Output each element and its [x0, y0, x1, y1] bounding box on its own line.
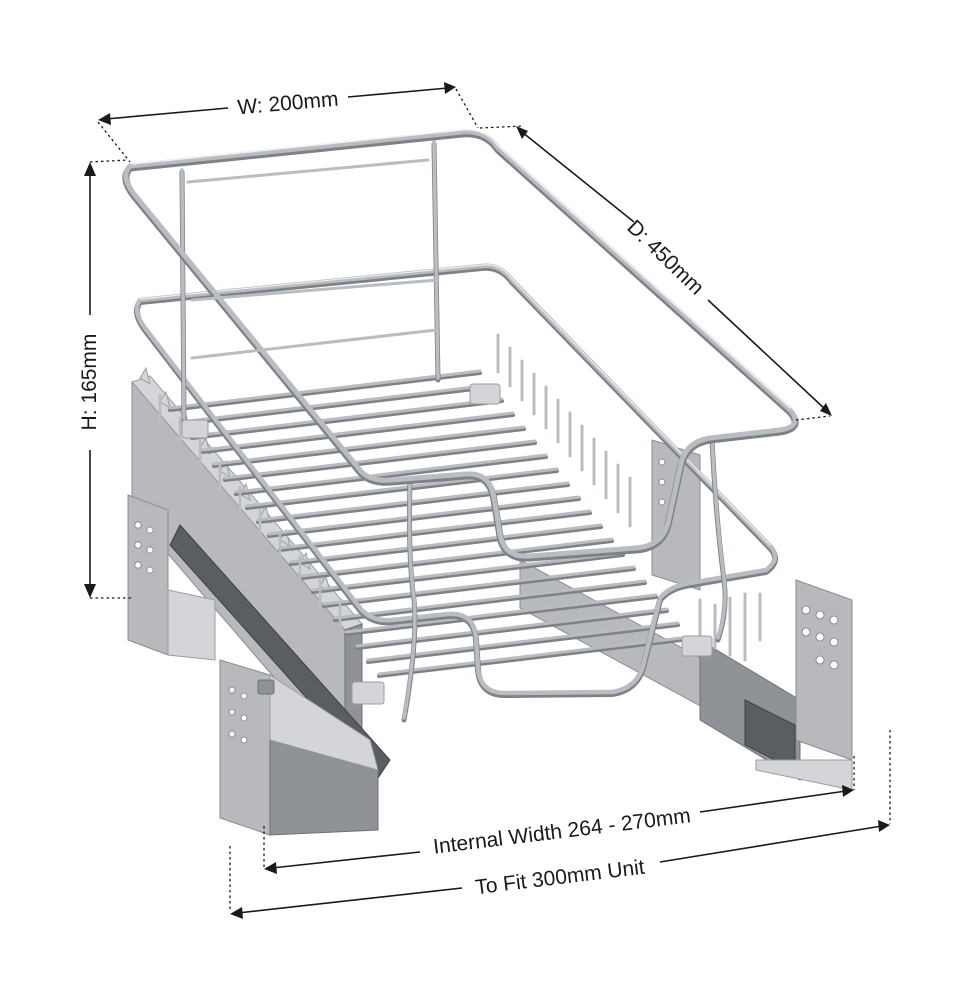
internal-width-label: Internal Width 264 - 270mm: [432, 804, 692, 858]
basket-top-frame: [122, 129, 799, 562]
basket-middle-frame: [133, 263, 779, 698]
left-runner-rail: [169, 524, 391, 836]
height-label: H: 165mm: [78, 334, 101, 431]
basket-left-pickets: [158, 393, 342, 629]
basket-floor-wires: [168, 369, 691, 678]
height-dimension: H: 165mm: [78, 159, 132, 599]
right-rear-bracket: [755, 579, 853, 791]
left-front-bracket: [127, 494, 216, 661]
right-side-plate: [519, 439, 801, 781]
width-label: W: 200mm: [237, 88, 340, 120]
unit-fit-label: To Fit 300mm Unit: [474, 856, 646, 900]
basket-uprights: [179, 140, 728, 723]
pull-out-wire-basket-icon: [122, 129, 853, 836]
depth-label: D: 450mm: [623, 216, 709, 300]
basket-right-pickets: [496, 333, 762, 662]
basket-clips: [181, 383, 713, 705]
